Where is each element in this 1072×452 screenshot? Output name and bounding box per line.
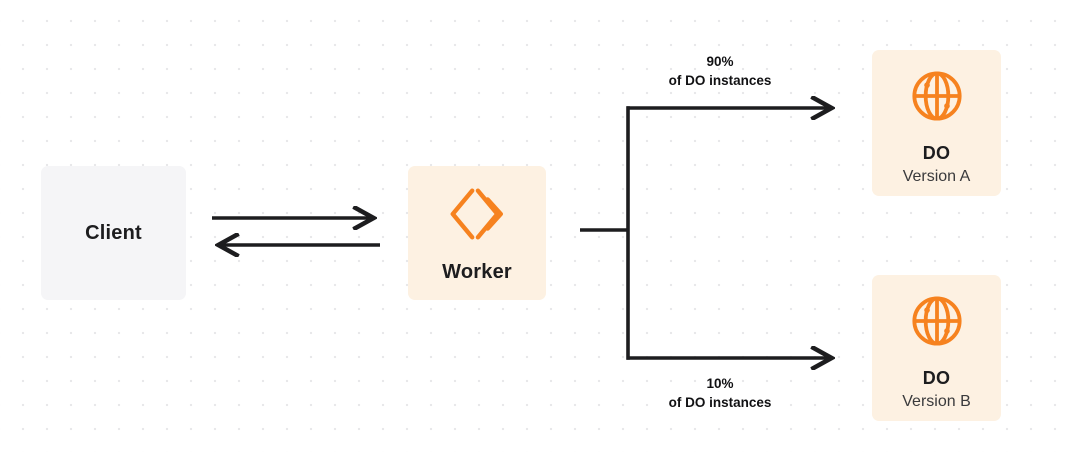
worker-label: Worker (442, 260, 512, 283)
edge-label-90-percent-value: 90% (706, 54, 734, 69)
cloudflare-workers-chevron-icon (446, 183, 508, 245)
edge-label-10-percent: 10% of DO instances (620, 374, 820, 412)
edge-label-10-percent-value: 10% (706, 376, 734, 391)
globe-icon (908, 67, 966, 125)
edge-label-10-percent-description: of DO instances (668, 395, 772, 410)
do-b-label: DO (922, 367, 951, 388)
edge-label-90-percent-description: of DO instances (668, 73, 772, 88)
node-do-version-a[interactable]: DO Version A (872, 50, 1001, 196)
client-label: Client (85, 221, 142, 244)
globe-icon (908, 292, 966, 350)
do-a-label: DO (922, 142, 951, 163)
do-b-sublabel: Version B (902, 392, 971, 410)
node-worker[interactable]: Worker (408, 166, 546, 300)
do-a-sublabel: Version A (902, 167, 971, 185)
node-client[interactable]: Client (41, 166, 186, 300)
edge-label-90-percent: 90% of DO instances (620, 52, 820, 90)
node-do-version-b[interactable]: DO Version B (872, 275, 1001, 421)
